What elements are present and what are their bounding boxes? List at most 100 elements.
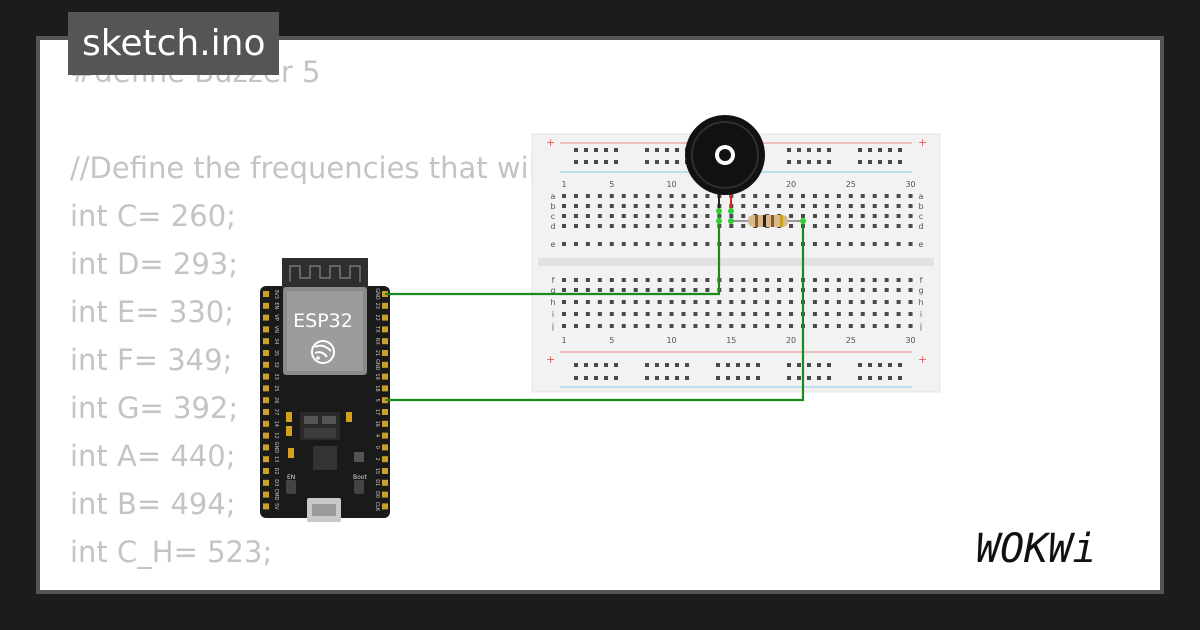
rail-hole <box>665 376 669 380</box>
gpio-pin[interactable] <box>382 385 388 392</box>
plus-sign: + <box>918 136 927 149</box>
gpio-pin[interactable] <box>382 468 388 474</box>
rail-hole <box>898 160 902 164</box>
gpio-pin[interactable] <box>382 479 388 486</box>
breadboard-hole <box>848 300 853 304</box>
gpio-pin[interactable] <box>382 432 388 439</box>
gpio-pin[interactable] <box>263 479 269 486</box>
esp32-label: ESP32 <box>293 310 353 332</box>
file-tab[interactable]: sketch.ino <box>68 12 280 75</box>
rail-hole <box>685 376 689 380</box>
gpio-pin[interactable] <box>263 397 269 404</box>
gpio-pin[interactable] <box>263 302 269 309</box>
gpio-pin[interactable] <box>263 373 269 380</box>
rail-hole <box>604 363 608 367</box>
breadboard-hole <box>812 278 817 282</box>
gpio-pin[interactable] <box>263 456 269 463</box>
breadboard-hole <box>609 312 614 316</box>
plus-sign: + <box>546 136 555 149</box>
boot-button[interactable] <box>354 480 364 494</box>
breadboard-hole <box>836 312 841 316</box>
pin-label: RX <box>374 338 380 345</box>
rail-hole <box>878 363 882 367</box>
gpio-pin[interactable] <box>382 444 388 451</box>
buzzer[interactable] <box>685 115 765 210</box>
code-line: int C_H= 523; <box>70 535 273 569</box>
wire-gpio5[interactable] <box>385 221 805 402</box>
gpio-pin[interactable] <box>263 326 269 333</box>
breadboard-hole <box>657 288 662 292</box>
gpio-pin[interactable] <box>382 338 388 345</box>
gpio-pin[interactable] <box>263 444 269 451</box>
breadboard-hole <box>896 194 901 198</box>
gpio-pin[interactable] <box>382 373 388 380</box>
gpio-pin[interactable] <box>382 302 388 309</box>
breadboard-hole <box>741 324 746 328</box>
breadboard-hole <box>753 194 758 198</box>
gpio-pin[interactable] <box>263 291 269 297</box>
pin-label: 21 <box>374 350 380 356</box>
gpio-pin[interactable] <box>382 326 388 333</box>
breadboard-hole <box>609 288 614 292</box>
breadboard-hole <box>562 204 566 208</box>
gpio-pin[interactable] <box>263 491 269 498</box>
breadboard-hole <box>860 312 865 316</box>
gpio-pin[interactable] <box>263 361 269 368</box>
breadboard-hole <box>597 312 602 316</box>
code-line: int A= 440; <box>70 439 236 473</box>
gpio-pin[interactable] <box>382 491 388 498</box>
breadboard-hole <box>573 194 578 198</box>
wire-gnd[interactable] <box>385 211 721 296</box>
pin-label: 15 <box>374 468 380 474</box>
gpio-pin[interactable] <box>382 503 388 510</box>
breadboard-hole <box>609 278 614 282</box>
rail-hole <box>817 376 821 380</box>
gpio-pin[interactable] <box>263 385 269 392</box>
pin-label: 0 <box>374 446 380 449</box>
gpio-pin[interactable] <box>382 456 388 463</box>
breadboard-hole <box>908 324 913 328</box>
breadboard-hole <box>753 242 758 246</box>
breadboard-hole <box>597 288 602 292</box>
gpio-pin[interactable] <box>263 338 269 345</box>
gpio-pin[interactable] <box>382 420 388 427</box>
pin-label: 3V3 <box>273 289 279 299</box>
breadboard-hole <box>609 204 614 208</box>
gpio-pin[interactable] <box>382 409 388 415</box>
gpio-pin[interactable] <box>263 409 269 415</box>
gpio-pin[interactable] <box>263 503 269 510</box>
gpio-pin[interactable] <box>382 350 388 356</box>
breadboard-hole <box>812 288 817 292</box>
breadboard-hole <box>573 214 578 218</box>
gpio-pin[interactable] <box>382 314 388 321</box>
pin-label: 18 <box>374 385 380 391</box>
esp32-board[interactable]: ESP32 EN Boot 3V3ENVPVN34353233252627141… <box>260 258 390 522</box>
breadboard-hole <box>884 278 889 282</box>
breadboard-hole <box>824 312 829 316</box>
wires[interactable] <box>385 208 806 402</box>
resistor[interactable] <box>733 215 804 227</box>
gpio-pin[interactable] <box>382 361 388 368</box>
gpio-pin[interactable] <box>263 314 269 321</box>
breadboard-hole <box>693 224 698 228</box>
breadboard-hole <box>908 194 913 198</box>
breadboard-hole <box>824 214 829 218</box>
breadboard-hole <box>609 300 614 304</box>
breadboard-hole <box>848 194 853 198</box>
gpio-pin[interactable] <box>263 420 269 427</box>
gpio-pin[interactable] <box>263 432 269 439</box>
breadboard-hole <box>741 194 746 198</box>
pin-label: 23 <box>374 303 380 309</box>
en-button[interactable] <box>286 480 296 494</box>
column-number: 20 <box>786 180 796 189</box>
gpio-pin[interactable] <box>263 350 269 356</box>
breadboard-hole <box>669 204 674 208</box>
breadboard-hole <box>609 242 614 246</box>
breadboard-hole <box>681 300 686 304</box>
breadboard-hole <box>633 214 638 218</box>
gpio-pin[interactable] <box>263 468 269 474</box>
breadboard-hole <box>789 224 794 228</box>
breadboard-hole <box>657 312 662 316</box>
breadboard-hole <box>729 278 734 282</box>
rail-hole <box>645 148 649 152</box>
